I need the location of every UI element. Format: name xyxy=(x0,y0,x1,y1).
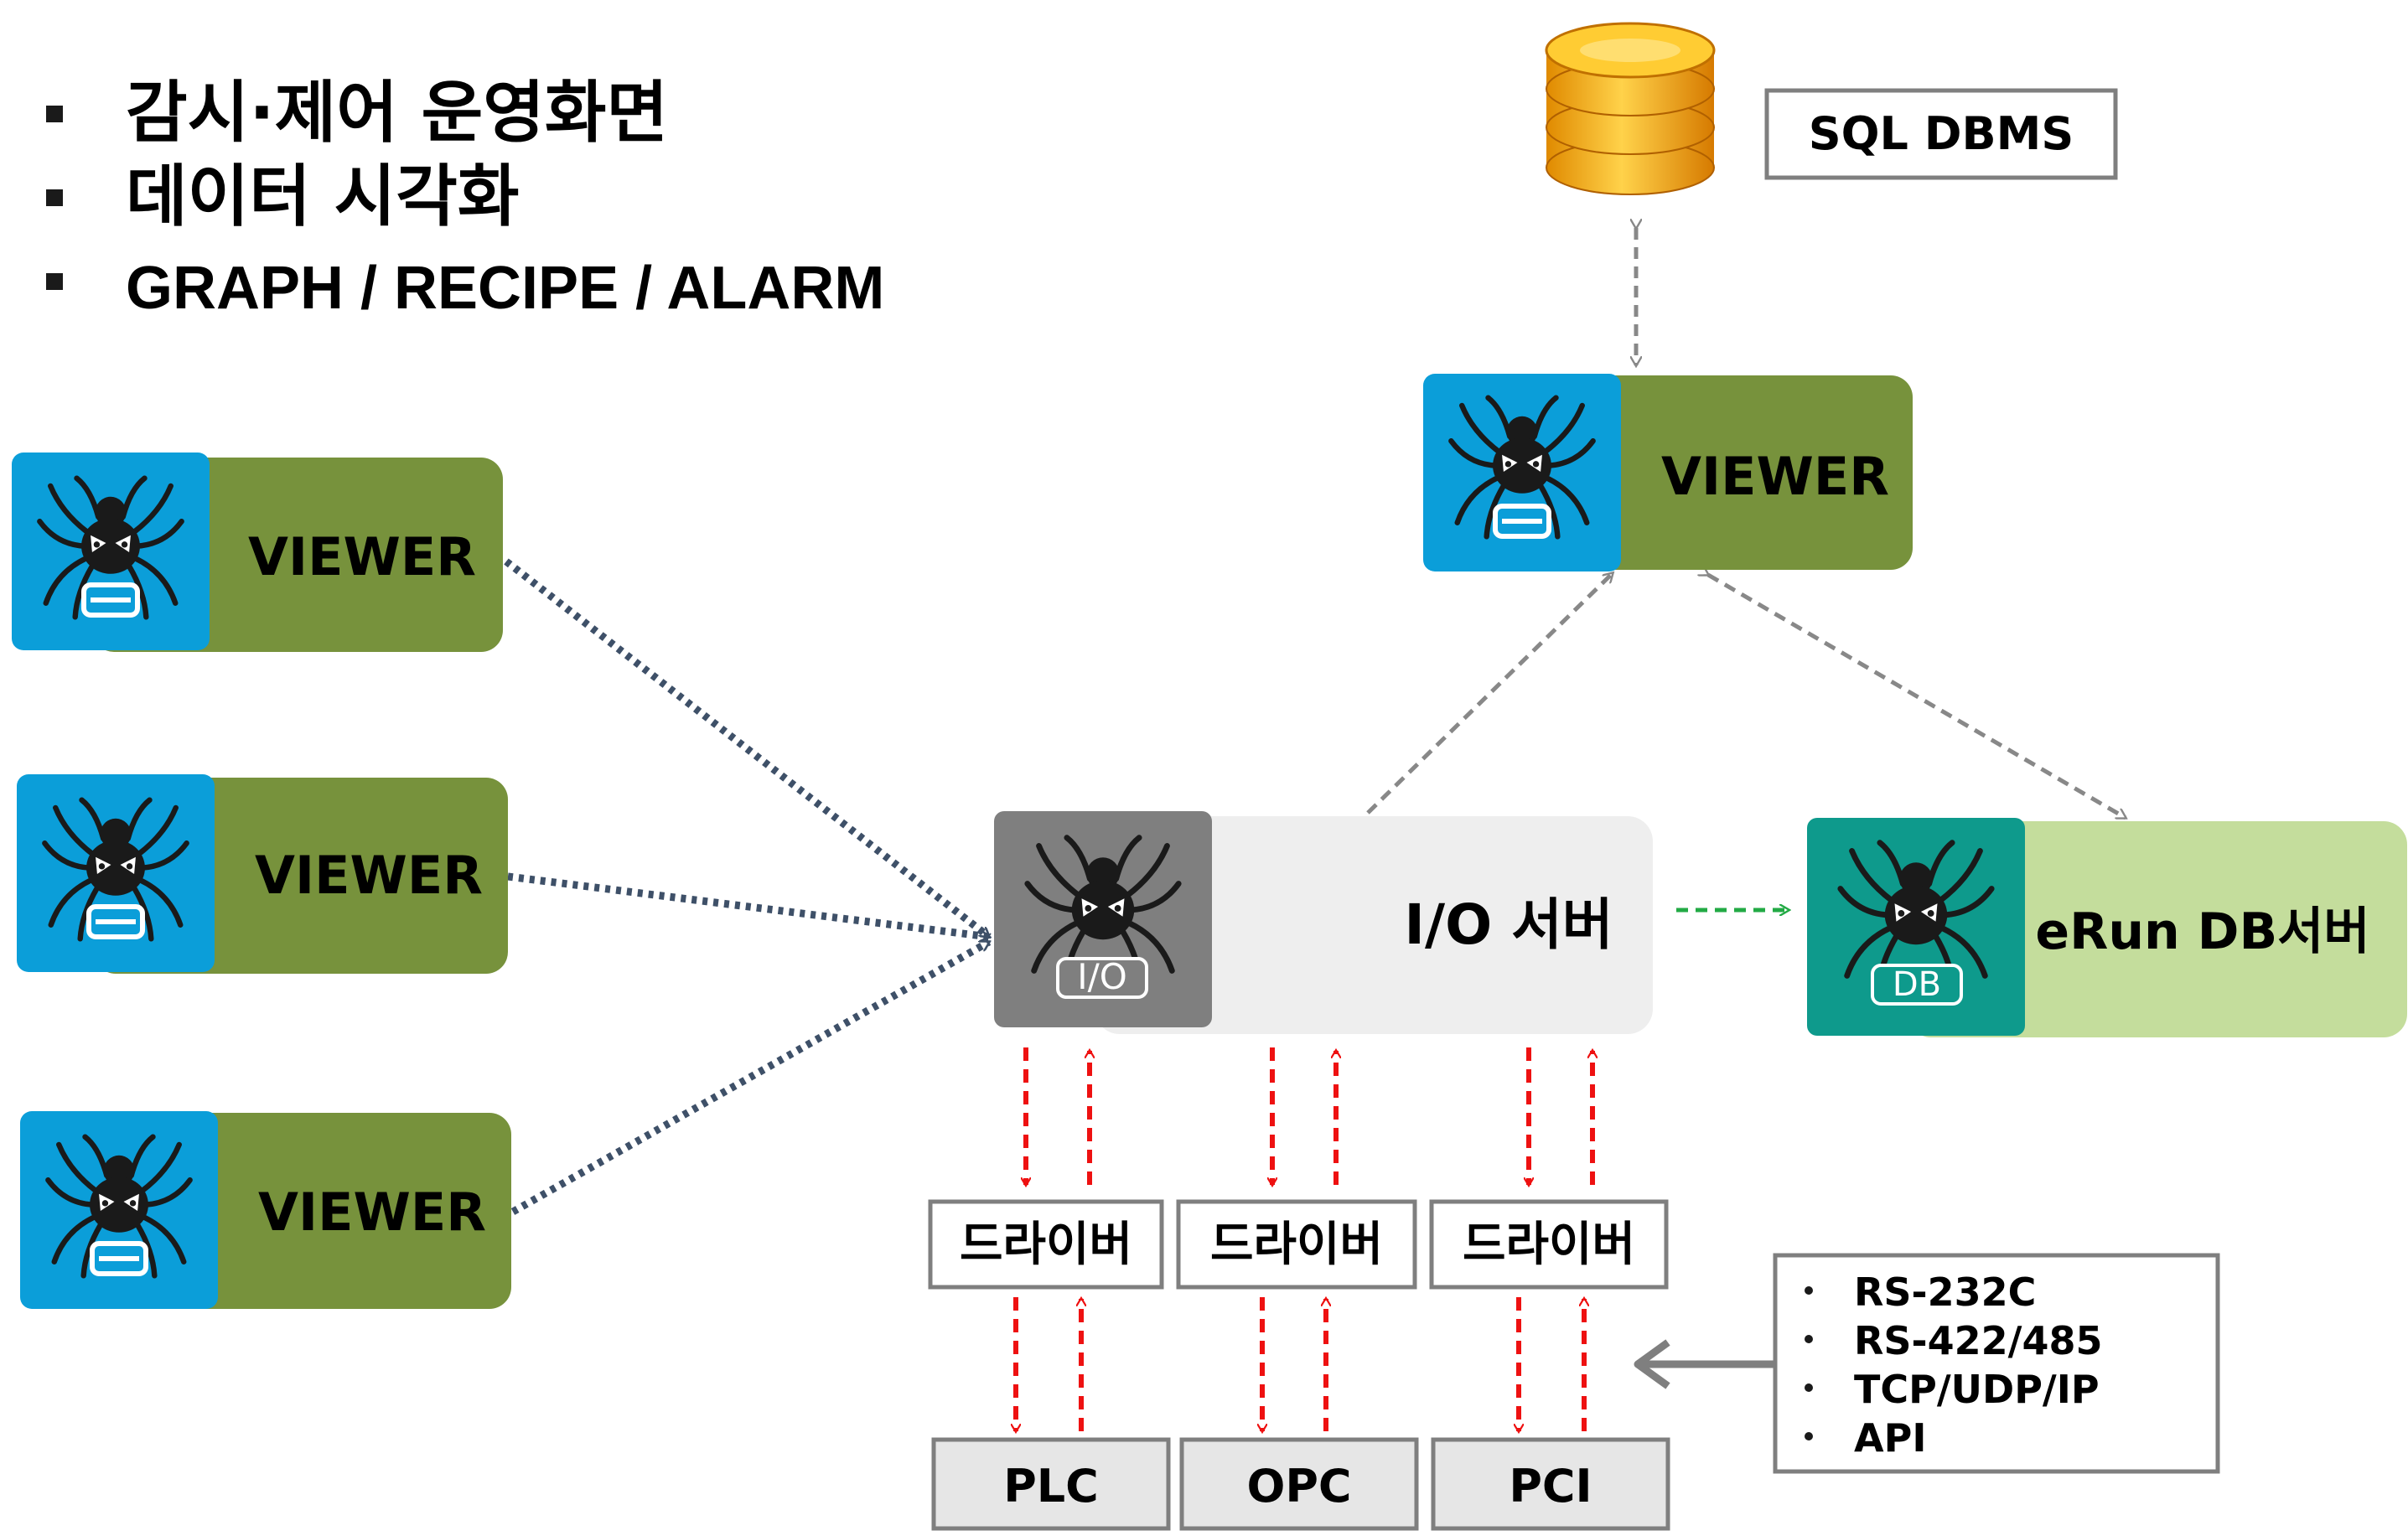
device-box-pci: PCI xyxy=(1431,1437,1670,1531)
io-badge-label: I/O xyxy=(1077,956,1127,997)
viewer-label: VIEWER xyxy=(258,1182,486,1243)
bullet-item: 감시·제어 운영화면 xyxy=(126,74,668,152)
database-icon xyxy=(1545,22,1716,195)
viewer3-to-io-arrow xyxy=(510,939,989,1215)
erun-db-label: eRun DB서버 xyxy=(2035,902,2369,961)
viewer-label: VIEWER xyxy=(248,526,476,587)
viewer2-to-io-arrow xyxy=(507,872,989,937)
viewer-node-1: VIEWER xyxy=(12,453,503,652)
protocol-item: TCP/UDP/IP xyxy=(1854,1367,2100,1412)
bullet-marker xyxy=(46,273,63,290)
bullet-list: 감시·제어 운영화면 데이터 시각화 GRAPH / RECIPE / ALAR… xyxy=(46,74,884,322)
db-badge-label: DB xyxy=(1893,965,1941,1004)
protocol-item: API xyxy=(1854,1415,1926,1461)
protocol-item: RS-232C xyxy=(1854,1270,2036,1315)
driver-label: 드라이버 xyxy=(960,1218,1132,1272)
driver-label: 드라이버 xyxy=(1210,1218,1383,1272)
sql-dbms-box: SQL DBMS xyxy=(1764,88,2118,180)
viewer-label: VIEWER xyxy=(255,845,483,906)
viewer-node-top: VIEWER xyxy=(1423,374,1913,571)
sql-dbms-label: SQL DBMS xyxy=(1809,107,2074,160)
protocol-arrow xyxy=(1634,1339,1774,1389)
driver-label: 드라이버 xyxy=(1463,1218,1635,1272)
device-label: PCI xyxy=(1509,1460,1592,1513)
bullet-item: GRAPH / RECIPE / ALARM xyxy=(126,255,884,322)
device-box-opc: OPC xyxy=(1179,1437,1419,1531)
driver-device-arrows xyxy=(1016,1297,1584,1431)
viewer-label: VIEWER xyxy=(1661,446,1889,507)
protocol-box: RS-232C RS-422/485 TCP/UDP/IP API xyxy=(1773,1253,2220,1474)
bullet-marker xyxy=(46,106,63,122)
device-box-plc: PLC xyxy=(931,1437,1171,1531)
driver-box-2: 드라이버 xyxy=(1176,1199,1417,1290)
driver-box-1: 드라이버 xyxy=(928,1199,1164,1290)
viewer1-to-io-arrow xyxy=(504,558,989,940)
erun-db-server-node: DB eRun DB서버 xyxy=(1807,818,2407,1037)
viewer-node-3: VIEWER xyxy=(20,1111,511,1309)
device-label: PLC xyxy=(1003,1460,1099,1513)
io-server-node: I/O I/O 서버 xyxy=(994,811,1653,1034)
viewer-node-2: VIEWER xyxy=(17,774,508,974)
viewer-erun-arrow xyxy=(1708,575,2126,820)
io-driver-arrows xyxy=(1026,1047,1592,1185)
device-label: OPC xyxy=(1246,1460,1351,1513)
driver-box-3: 드라이버 xyxy=(1429,1199,1669,1290)
io-server-label: I/O 서버 xyxy=(1404,892,1613,957)
bullet-marker xyxy=(46,189,63,206)
protocol-item: RS-422/485 xyxy=(1854,1318,2102,1363)
bullet-item: 데이터 시각화 xyxy=(126,158,519,235)
io-to-viewer-arrow xyxy=(1366,573,1613,815)
